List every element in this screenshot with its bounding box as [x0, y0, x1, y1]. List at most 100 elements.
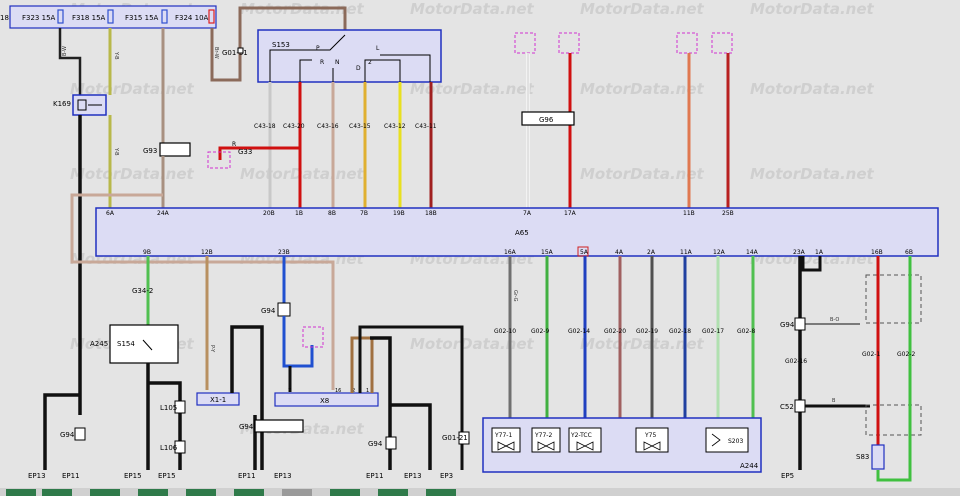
- toolbar-button[interactable]: [138, 489, 168, 496]
- solenoid-box: [635, 427, 669, 453]
- pin-label: 1A: [815, 249, 824, 256]
- s154-label: S154: [117, 340, 135, 348]
- g01-21-label: G01-21: [442, 434, 468, 442]
- pin-label: 17A: [564, 210, 577, 217]
- toolbar-button[interactable]: [90, 489, 120, 496]
- toolbar-button[interactable]: [378, 489, 408, 496]
- wire-label: Y-B: [113, 147, 119, 156]
- solenoid-label: Y77-2: [534, 432, 552, 439]
- connector-pin: [237, 47, 244, 54]
- g94-label: G94: [60, 431, 75, 439]
- wire-brown-loop-lower: [70, 193, 335, 390]
- watermark-text: MotorData.net: [580, 80, 705, 98]
- toolbar-button[interactable]: [330, 489, 360, 496]
- wire-brown-loop: [210, 6, 347, 82]
- contact-label: L: [376, 45, 380, 52]
- g94-label: G94: [780, 321, 795, 329]
- connector-label: G02-10: [494, 328, 516, 335]
- fuse-icon: [208, 9, 215, 24]
- pin-label: 23B: [278, 249, 290, 256]
- pin-label: 16A: [504, 249, 517, 256]
- sensor-box: [705, 427, 749, 453]
- valve-icon: [643, 441, 661, 451]
- contact-label: N: [335, 59, 340, 66]
- pin-label: 8B: [328, 210, 336, 217]
- pin-label: 4A: [615, 249, 624, 256]
- left-edge-label: 18: [0, 14, 9, 22]
- connector-label: G02-18: [669, 328, 691, 335]
- contact-label: 2: [368, 59, 372, 66]
- a65-top-pins: 6A 24A 20B 1B 8B 7B 19B 18B 7A 17A 11B 2…: [106, 210, 734, 217]
- toolbar-button[interactable]: [282, 489, 312, 496]
- watermark-text: MotorData.net: [240, 165, 365, 183]
- c52-connector: [794, 399, 806, 413]
- solenoid-label: Y2-TCC: [570, 432, 592, 439]
- a65-label: A65: [515, 229, 529, 237]
- ground-label: EP3: [440, 472, 453, 480]
- s83-label: S83: [856, 453, 869, 461]
- wire-blue-lower: [282, 316, 314, 368]
- wire-label: P-Y: [209, 345, 215, 353]
- toolbar-button[interactable]: [42, 489, 72, 496]
- switch-wiper-icon: [269, 34, 346, 82]
- g94-connector: [254, 419, 304, 433]
- wire-label: B-W: [62, 46, 68, 56]
- toolbar-button[interactable]: [234, 489, 264, 496]
- connector-label: C43-11: [415, 123, 437, 130]
- toolbar-button[interactable]: [6, 489, 36, 496]
- fuse-f323: F323 15A: [22, 9, 64, 24]
- fuse-label: F323 15A: [22, 14, 56, 22]
- ground-label: EP13: [28, 472, 46, 480]
- pin-label: 12B: [201, 249, 213, 256]
- g01-21-connector: [458, 431, 470, 445]
- reference-box: [676, 32, 698, 54]
- x1-1-connector: [196, 392, 240, 406]
- sensor-s203: S203: [705, 427, 749, 453]
- connector-label: C43-15: [349, 123, 371, 130]
- wire-green-right: [876, 256, 912, 482]
- contact-label: D: [356, 65, 361, 72]
- a65-bottom-pins: 9B 12B 23B 16A 15A 5A 4A 2A 11A 12A 14A …: [143, 249, 913, 256]
- connector-label: G02-9: [531, 328, 549, 335]
- a245-label: A245: [90, 340, 108, 348]
- wire-label: B-O: [830, 317, 839, 323]
- g94-label: G94: [261, 307, 276, 315]
- pin-label: 20B: [263, 210, 275, 217]
- g02-1-label: G02-1: [862, 351, 880, 358]
- solenoid-y2-tcc: Y2-TCC: [568, 427, 602, 453]
- g96-connector: [521, 111, 575, 126]
- solenoid-box: [491, 427, 521, 453]
- g94-connector: [385, 436, 397, 450]
- toolbar-button[interactable]: [426, 489, 456, 496]
- watermark-text: MotorData.net: [750, 0, 875, 18]
- toolbar-button[interactable]: [186, 489, 216, 496]
- ground-label: EP5: [781, 472, 794, 480]
- g96-label: G96: [539, 116, 554, 124]
- wire-g33-link: [218, 146, 300, 160]
- pin-label: 6B: [905, 249, 913, 256]
- s83-sensor: [871, 444, 885, 470]
- wire-23a-loop: [801, 256, 822, 272]
- switch-contacts-icon: [299, 54, 431, 82]
- l105-connector: [174, 400, 186, 414]
- g94-connector: [794, 317, 806, 331]
- watermark-text: MotorData.net: [580, 335, 705, 353]
- ground-label: EP13: [274, 472, 292, 480]
- ground-label: EP11: [62, 472, 80, 480]
- valve-icon: [576, 441, 594, 451]
- ground-label: EP11: [238, 472, 256, 480]
- pin-label: 16: [335, 388, 341, 394]
- shield-box: [865, 274, 922, 324]
- switch-contact-icon: [142, 339, 153, 351]
- fuse-f324: F324 10A: [175, 9, 215, 24]
- g93-label: G93: [143, 147, 157, 155]
- pin-label: 14A: [746, 249, 759, 256]
- wire-label: R: [232, 141, 236, 148]
- valve-icon: [537, 441, 555, 451]
- solenoid-y77-1: Y77-1: [491, 427, 521, 453]
- pin-label: 11A: [680, 249, 693, 256]
- x8-connector: [274, 392, 379, 407]
- g94-connector: [74, 427, 86, 441]
- contact-label: R: [320, 59, 324, 66]
